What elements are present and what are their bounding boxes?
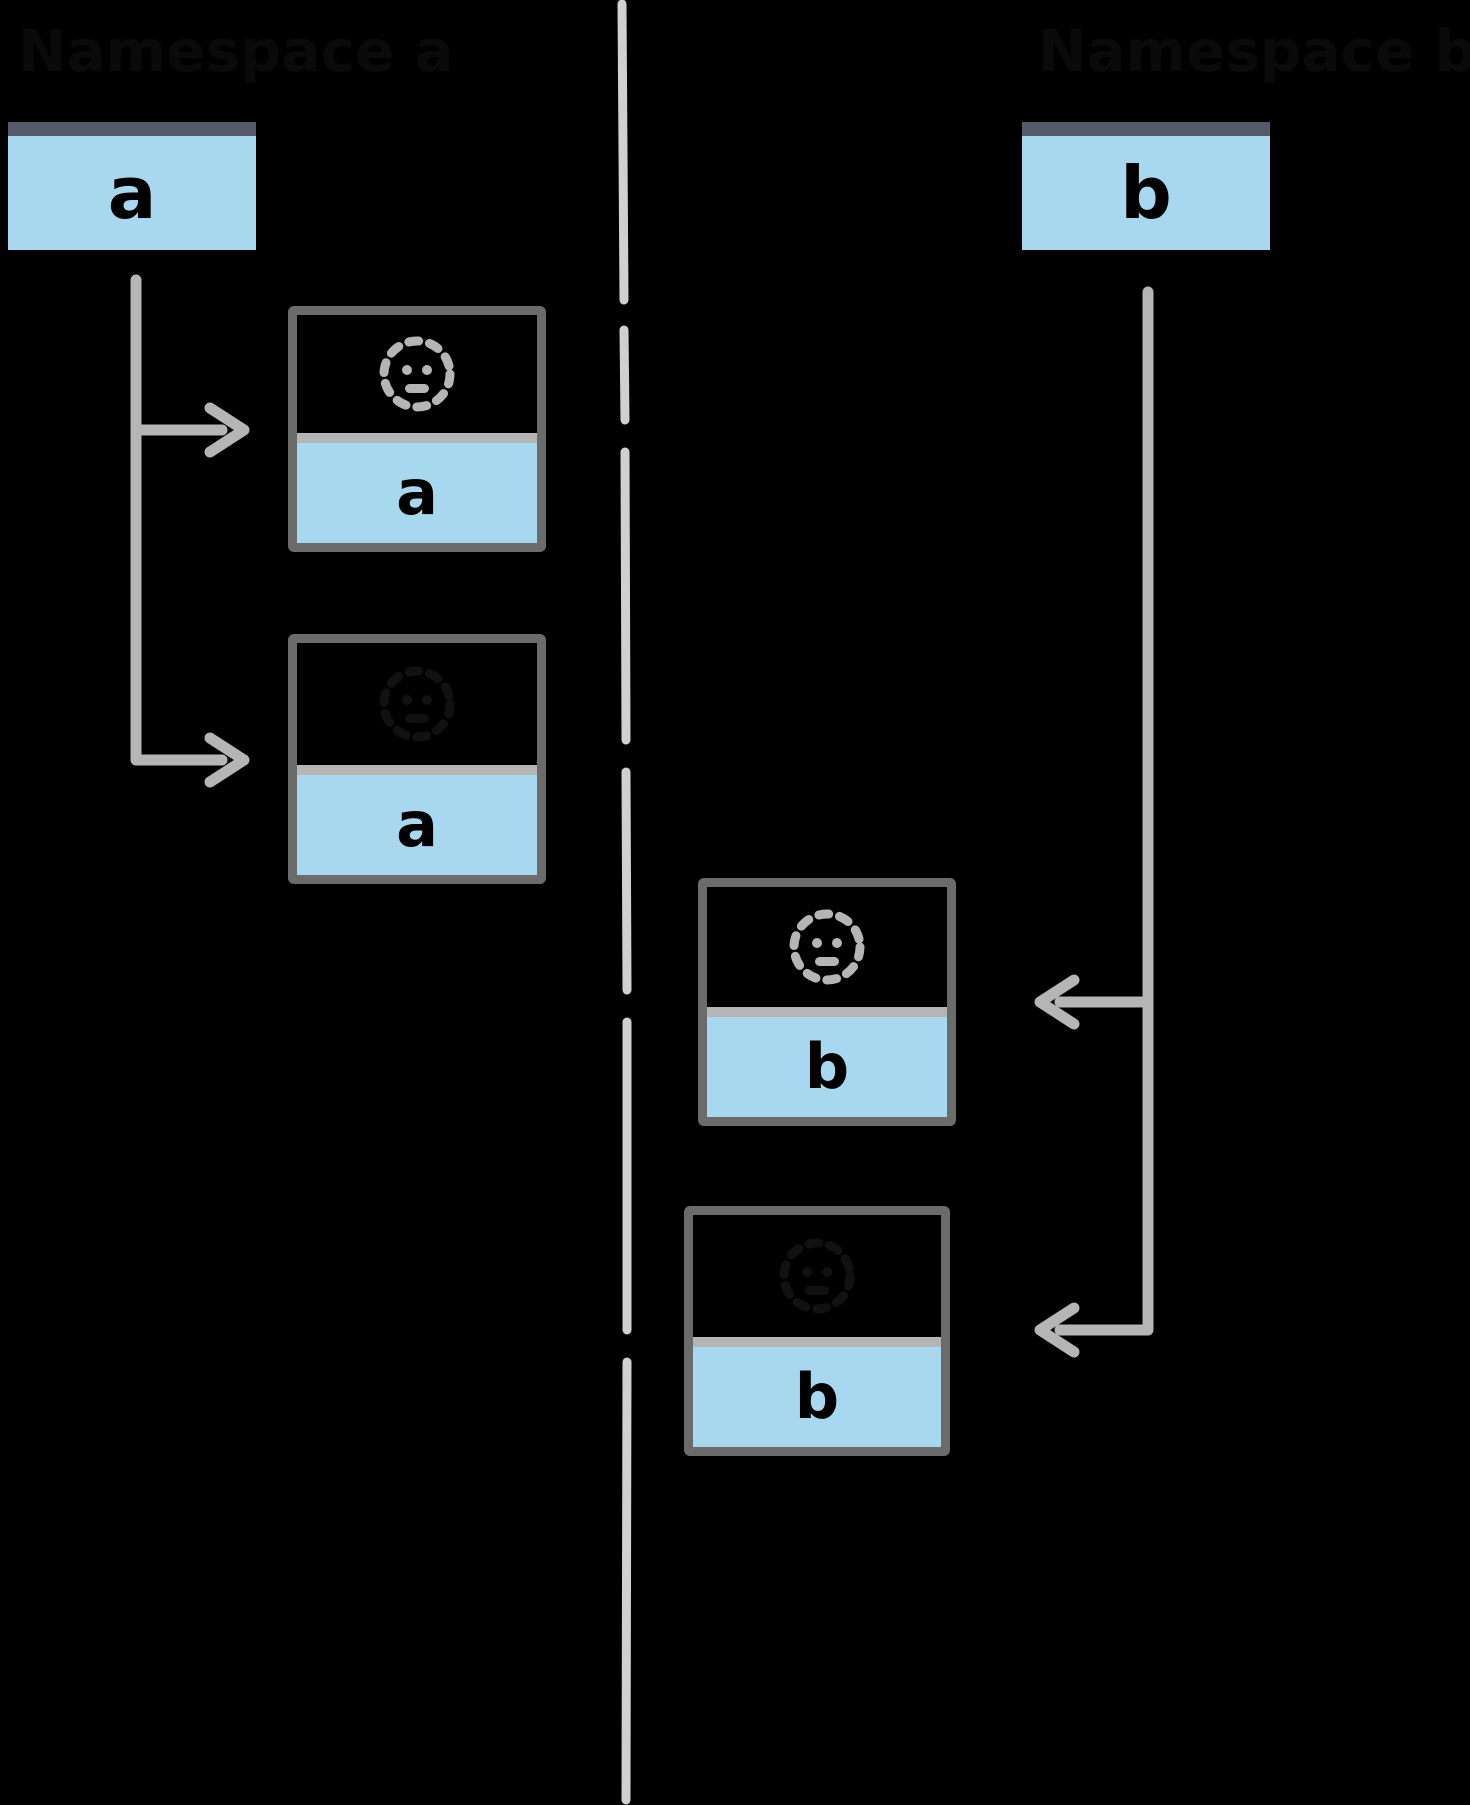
node-dest-b-1[interactable]: b: [698, 878, 956, 1126]
namespace-divider: [617, 0, 632, 1805]
node-label: b: [804, 1030, 850, 1103]
group-caption-left: Namespace a: [18, 17, 454, 85]
node-divider: [693, 1337, 941, 1347]
node-footer: b: [693, 1347, 941, 1447]
node-label: a: [107, 151, 157, 235]
node-header: [707, 887, 947, 1007]
node-footer: a: [297, 443, 537, 543]
dashed-circle-face-icon: [379, 336, 455, 412]
node-divider: [297, 433, 537, 443]
node-label: b: [794, 1360, 840, 1433]
arrow-b-to-dst1: [1034, 286, 1154, 1030]
node-dest-a-2[interactable]: a: [288, 634, 546, 884]
node-divider: [297, 765, 537, 775]
dashed-circle-face-icon: [379, 666, 455, 742]
node-source-a[interactable]: a: [8, 122, 256, 250]
node-divider: [707, 1007, 947, 1017]
node-body: a: [8, 136, 256, 250]
node-label: b: [1120, 151, 1172, 235]
node-footer: a: [297, 775, 537, 875]
group-caption-right: Namespace b: [1038, 17, 1470, 85]
node-dest-b-2[interactable]: b: [684, 1206, 950, 1456]
node-header: [297, 315, 537, 433]
node-source-b[interactable]: b: [1022, 122, 1270, 250]
node-body: b: [1022, 136, 1270, 250]
arrow-a-to-dst1: [130, 274, 250, 458]
dashed-circle-face-icon: [789, 909, 865, 985]
node-cap: [1022, 122, 1270, 136]
node-header: [297, 643, 537, 765]
arrow-b-to-dst2: [1034, 996, 1154, 1358]
node-label: a: [396, 788, 438, 861]
node-header: [693, 1215, 941, 1337]
node-footer: b: [707, 1017, 947, 1117]
dashed-circle-face-icon: [779, 1238, 855, 1314]
node-label: a: [396, 456, 438, 529]
node-cap: [8, 122, 256, 136]
node-dest-a-1[interactable]: a: [288, 306, 546, 552]
arrow-a-to-dst2: [130, 424, 250, 788]
